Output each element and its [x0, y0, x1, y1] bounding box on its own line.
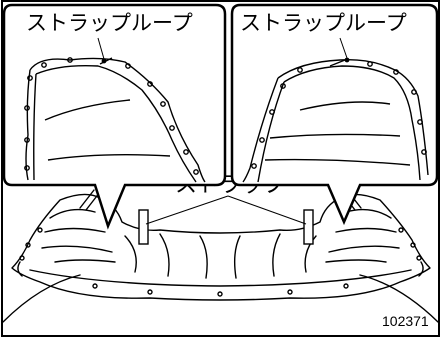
strap-left — [138, 209, 149, 245]
callout-right: ストラップループ — [230, 3, 439, 226]
airbag-illustration — [2, 189, 439, 323]
callout-right-label: ストラップループ — [240, 11, 407, 35]
figure-number: 102371 — [382, 313, 429, 329]
strap-leader-lines — [145, 195, 307, 225]
callout-left-label: ストラップループ — [26, 11, 193, 35]
callout-left: ストラップループ — [2, 3, 227, 230]
strap-right — [303, 209, 314, 245]
